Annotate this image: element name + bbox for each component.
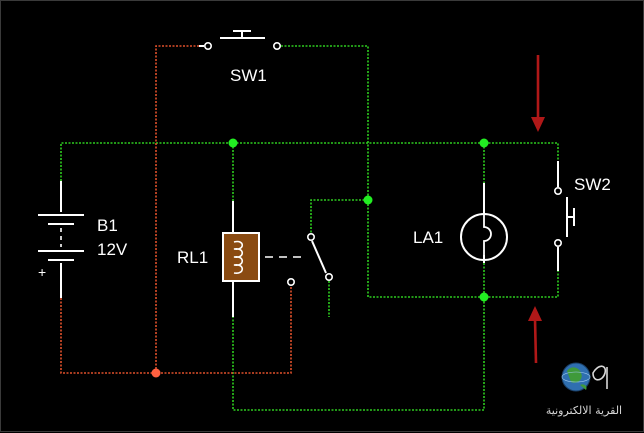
- junction-dot: [479, 138, 489, 148]
- junction-dot: [363, 195, 373, 205]
- junction-dot: [479, 292, 489, 302]
- lamp-la1-label: LA1: [413, 228, 443, 247]
- wire-relay-contact-feed: [310, 199, 368, 233]
- wires-energized: [60, 45, 559, 411]
- wires-return: [60, 45, 292, 374]
- relay-rl1-label: RL1: [177, 248, 208, 267]
- battery-polarity-mark: +: [38, 264, 46, 280]
- battery-b1-label: B1: [97, 216, 118, 235]
- relay-coil-body: [222, 232, 260, 282]
- wire-top-rail: [60, 142, 559, 181]
- switch-sw2[interactable]: SW2: [553, 161, 611, 271]
- junction-dot: [228, 138, 238, 148]
- junctions: [151, 138, 489, 378]
- relay-rl1-coil: RL1: [177, 201, 260, 317]
- switch-sw2-label: SW2: [574, 175, 611, 194]
- lamp-la1: LA1: [413, 183, 508, 263]
- wire-bottom-rail: [60, 298, 292, 374]
- battery-b1: + B1 12V: [38, 181, 128, 298]
- watermark-logo: القرية الالكترونية: [546, 362, 622, 417]
- wire-relay-coil-bottom: [232, 281, 485, 411]
- watermark-text: القرية الالكترونية: [546, 404, 622, 417]
- arrow-up-icon: [528, 306, 542, 364]
- wire-sw1-right: [281, 45, 559, 298]
- relay-rl1-contacts: [265, 233, 333, 286]
- battery-voltage-label: 12V: [97, 240, 128, 259]
- wire-sw1-left: [155, 45, 199, 373]
- junction-dot: [151, 368, 161, 378]
- switch-sw1-label: SW1: [230, 66, 267, 85]
- indicator-arrows: [528, 55, 545, 364]
- arrow-down-icon: [531, 55, 545, 132]
- globe-icon: [561, 362, 591, 392]
- switch-sw1[interactable]: SW1: [199, 30, 281, 85]
